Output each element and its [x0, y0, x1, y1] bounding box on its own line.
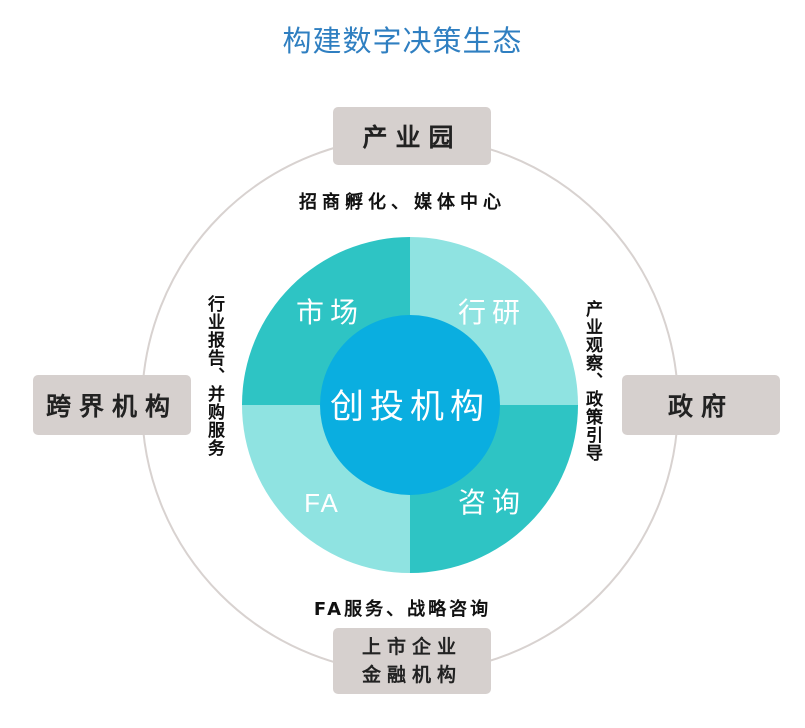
- quadrant-label-top-right: 行研: [458, 296, 526, 329]
- center-circle: [320, 315, 500, 495]
- diagram-title: 构建数字决策生态: [282, 24, 523, 58]
- caption-right: 产业观察、政策引导: [582, 300, 602, 462]
- caption-bottom: FA服务、战略咨询: [313, 599, 492, 620]
- node-bottom-line2: 金融机构: [361, 664, 462, 686]
- node-listed-and-financial: 上市企业 金融机构: [333, 628, 491, 694]
- quadrant-label-bottom-left: FA: [304, 488, 340, 518]
- quadrant-label-bottom-right: 咨询: [458, 486, 526, 519]
- caption-top: 招商孵化、媒体中心: [299, 192, 506, 213]
- node-government: 政府: [622, 375, 780, 435]
- quadrant-label-top-left: 市场: [296, 296, 364, 329]
- node-industrial-park: 产业园: [333, 107, 491, 165]
- node-bottom-line1: 上市企业: [361, 636, 462, 658]
- node-crossover-institutions: 跨界机构: [33, 375, 191, 435]
- center-label: 创投机构: [330, 387, 490, 427]
- caption-left: 行业报告、并购服务: [204, 295, 224, 457]
